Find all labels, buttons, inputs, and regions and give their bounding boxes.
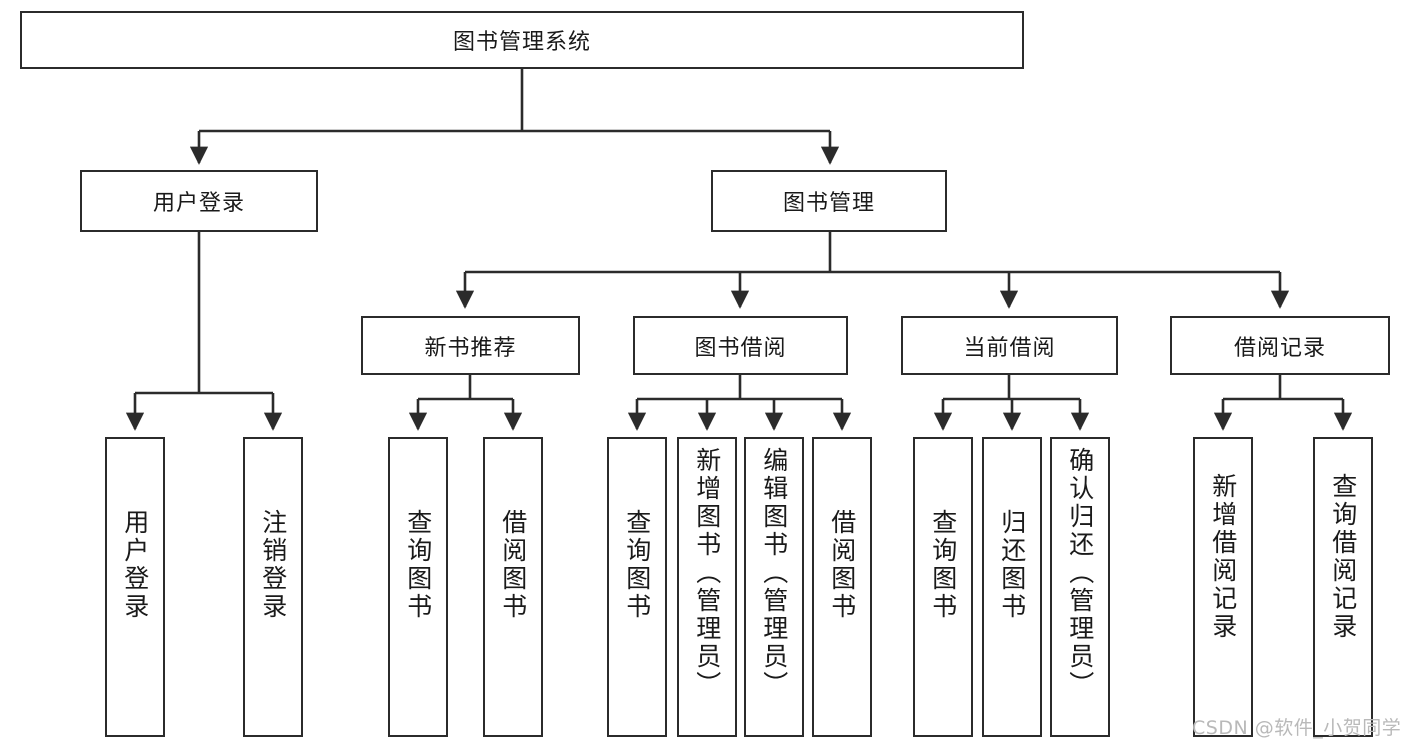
leaf-book-borrow-add-book[interactable]: 新增图书（管理员） (677, 437, 737, 737)
node-root-book-management-system[interactable]: 图书管理系统 (20, 11, 1024, 69)
node-user-login[interactable]: 用户登录 (80, 170, 318, 232)
leaf-book-borrow-borrow-book[interactable]: 借阅图书 (812, 437, 872, 737)
leaf-current-borrow-return-book[interactable]: 归还图书 (982, 437, 1042, 737)
node-label: 借阅图书 (827, 509, 857, 621)
node-label: 借阅图书 (498, 509, 528, 621)
node-borrow-record[interactable]: 借阅记录 (1170, 316, 1390, 375)
node-label: 查询图书 (928, 509, 958, 621)
node-label: 查询借阅记录 (1328, 473, 1358, 641)
node-label: 图书管理系统 (452, 30, 591, 55)
node-label: 图书借阅 (694, 335, 787, 361)
leaf-current-borrow-confirm-return[interactable]: 确认归还（管理员） (1050, 437, 1110, 737)
leaf-book-borrow-edit-book[interactable]: 编辑图书（管理员） (744, 437, 804, 737)
node-new-book-recommend[interactable]: 新书推荐 (361, 316, 580, 375)
node-label: 当前借阅 (963, 335, 1056, 361)
node-label: 归还图书 (997, 509, 1027, 621)
leaf-user-login-logout[interactable]: 注销登录 (243, 437, 303, 737)
leaf-borrow-record-add-record[interactable]: 新增借阅记录 (1193, 437, 1253, 737)
leaf-book-borrow-query-book[interactable]: 查询图书 (607, 437, 667, 737)
node-label: 编辑图书（管理员） (759, 447, 789, 699)
node-current-borrow[interactable]: 当前借阅 (901, 316, 1118, 375)
node-book-borrow[interactable]: 图书借阅 (633, 316, 848, 375)
node-label: 新书推荐 (424, 335, 517, 361)
node-label: 新增借阅记录 (1208, 473, 1238, 641)
node-label: 借阅记录 (1233, 335, 1326, 361)
node-label: 用户登录 (152, 191, 245, 216)
node-label: 查询图书 (622, 509, 652, 621)
node-label: 图书管理 (782, 191, 875, 216)
node-label: 确认归还（管理员） (1065, 447, 1095, 699)
node-label: 新增图书（管理员） (692, 447, 722, 699)
leaf-new-book-query-book[interactable]: 查询图书 (388, 437, 448, 737)
node-label: 查询图书 (403, 509, 433, 621)
watermark-text: CSDN @软件_小贺同学 (1192, 717, 1402, 739)
node-label: 用户登录 (120, 509, 150, 621)
leaf-borrow-record-query-record[interactable]: 查询借阅记录 (1313, 437, 1373, 737)
leaf-user-login-login[interactable]: 用户登录 (105, 437, 165, 737)
leaf-current-borrow-query-book[interactable]: 查询图书 (913, 437, 973, 737)
leaf-new-book-borrow-book[interactable]: 借阅图书 (483, 437, 543, 737)
node-label: 注销登录 (258, 509, 288, 621)
node-book-management[interactable]: 图书管理 (711, 170, 947, 232)
